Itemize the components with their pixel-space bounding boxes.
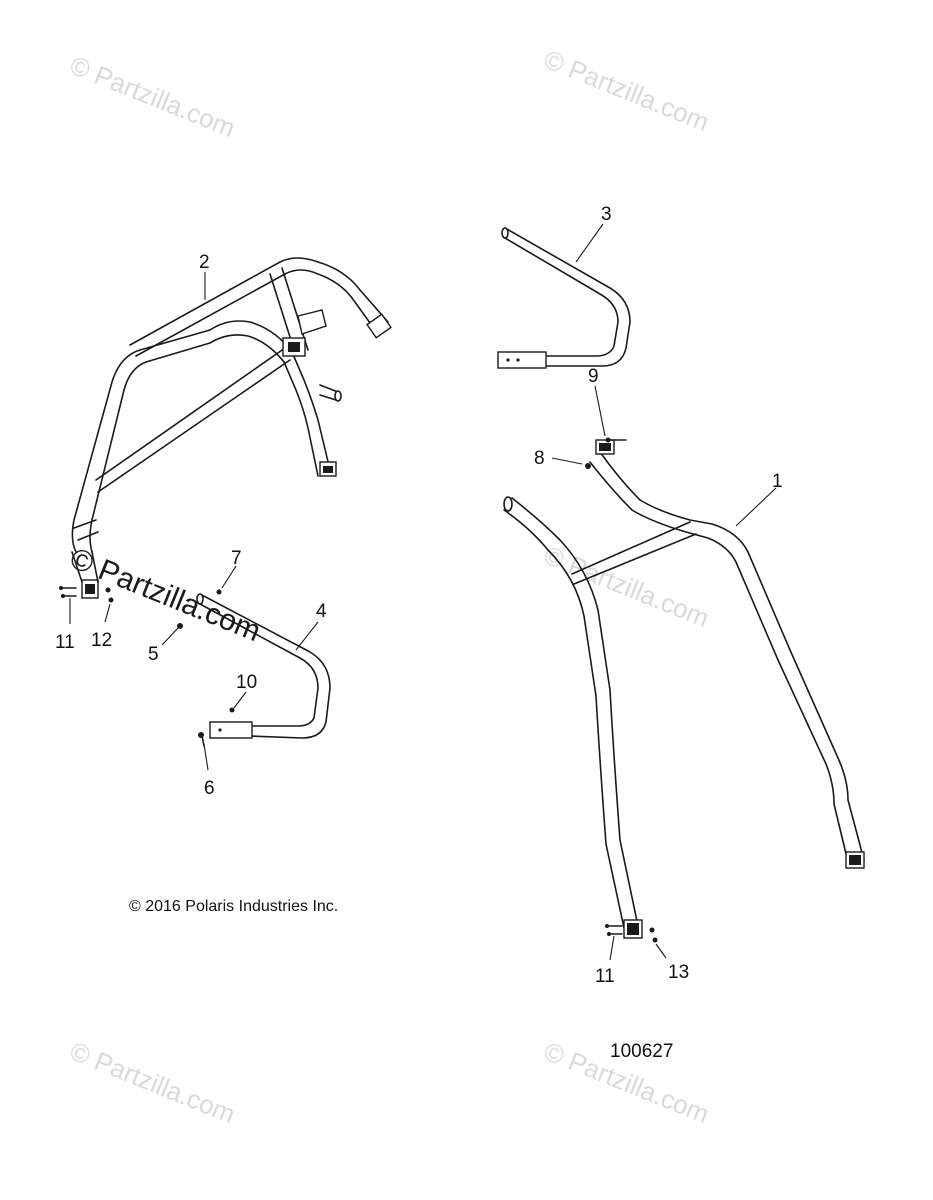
part-3-side-bar [497, 227, 631, 369]
side-bar-hole-2 [516, 358, 520, 362]
callout-9: 9 [588, 366, 599, 387]
nut-13-b [652, 937, 658, 943]
rear-cage-stub-end [334, 390, 342, 402]
callout-6: 6 [204, 778, 215, 799]
rear-cage-top-clamp [366, 313, 392, 339]
callout-labels: 1 2 3 4 5 6 7 8 9 10 11 12 11 13 [55, 204, 783, 987]
side-bar-hole-1 [506, 358, 510, 362]
fastener-7 [216, 589, 222, 595]
callout-3: 3 [601, 204, 612, 225]
nut-12-a [105, 587, 111, 593]
nut-12-b [108, 597, 114, 603]
bolt-11-right-head-a [605, 924, 609, 928]
lower-bar-hole [218, 728, 222, 732]
front-cage-right-foot-detail [849, 855, 861, 865]
side-bar-mount-plate [497, 351, 547, 369]
callout-8: 8 [534, 448, 545, 469]
bolt-11-left-head-a [59, 586, 63, 590]
callout-5: 5 [148, 644, 159, 665]
bolt-6-head [198, 732, 204, 738]
fastener-5 [177, 623, 183, 629]
copyright-notice: © 2016 Polaris Industries Inc. [129, 898, 338, 915]
rear-cage-clamp-detail [288, 342, 300, 352]
lower-bar-mount-plate [209, 721, 253, 739]
rear-cage-left-foot-detail [85, 584, 95, 594]
bolt-11-left-head-b [61, 594, 65, 598]
callout-13: 13 [668, 962, 689, 983]
hardware [59, 437, 658, 943]
rear-cage-gusset [297, 309, 327, 335]
watermark-bottom-left: © Partzilla.com [66, 1036, 240, 1129]
callout-4: 4 [316, 601, 327, 622]
callout-2: 2 [199, 252, 210, 273]
leader-lines [69, 223, 777, 961]
nut-8 [585, 463, 591, 469]
front-cage-open-end [503, 496, 513, 512]
side-bar-open-end [501, 227, 509, 239]
front-cage-top-clamp-detail [599, 443, 611, 451]
callout-1: 1 [772, 471, 783, 492]
rear-cage-right-foot-detail [323, 466, 333, 473]
front-cage-left-foot-detail [627, 923, 639, 935]
callout-7: 7 [231, 548, 242, 569]
part-4-side-bar [196, 593, 331, 739]
nut-13-a [649, 927, 655, 933]
watermark-middle-right: © Partzilla.com [540, 540, 714, 633]
bolt-9-head [605, 437, 611, 443]
fastener-10 [229, 707, 235, 713]
document-number: 100627 [610, 1041, 673, 1062]
watermark-top-right: © Partzilla.com [540, 44, 714, 137]
callout-11-right: 11 [595, 966, 615, 987]
watermark-top-left: © Partzilla.com [66, 50, 240, 143]
bolt-11-right-head-b [607, 932, 611, 936]
callout-10: 10 [236, 672, 257, 693]
callout-11-left: 11 [55, 632, 75, 653]
part-1-front-cage [503, 439, 865, 939]
callout-12: 12 [91, 630, 112, 651]
part-2-rear-cage [71, 257, 392, 599]
lower-bar-open-end [196, 593, 204, 605]
